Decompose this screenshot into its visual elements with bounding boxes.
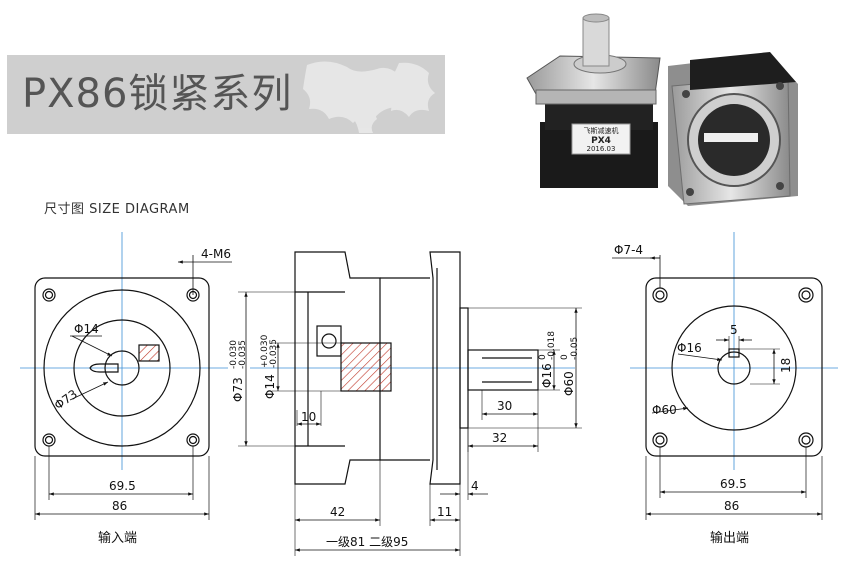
side-overall-length: 一级81 二级95 xyxy=(326,535,408,549)
side-spigot-tol-lower: -0.05 xyxy=(570,337,580,360)
side-spigot-tol-upper: 0 xyxy=(560,354,570,360)
side-dim-10: 10 xyxy=(301,410,316,424)
page-title: PX86锁紧系列 xyxy=(22,71,293,117)
input-pitch-label: Φ73 xyxy=(52,387,80,413)
output-caption: 输出端 xyxy=(710,530,749,546)
diagram-subtitle: 尺寸图 SIZE DIAGRAM xyxy=(44,202,190,217)
input-caption: 输入端 xyxy=(98,530,137,546)
side-dim-30: 30 xyxy=(497,399,512,413)
plate-date: 2016.03 xyxy=(587,145,616,153)
side-dim-11: 11 xyxy=(437,505,452,519)
output-hole-callout: Φ7-4 xyxy=(614,243,643,257)
product-photo: 飞斯减速机 PX4 2016.03 xyxy=(526,13,798,206)
output-shaft-dia: Φ16 xyxy=(677,341,702,355)
output-hole-spacing: 69.5 xyxy=(720,477,747,491)
side-bore-dia: Φ14 xyxy=(263,374,277,399)
output-key-width: 5 xyxy=(730,323,738,337)
side-shaft-tol-upper: 0 xyxy=(538,354,548,360)
plate-model: PX4 xyxy=(591,136,611,146)
side-spigot-dia: Φ60 xyxy=(562,371,576,396)
side-shaft-tol-lower: -0.018 xyxy=(547,331,557,360)
input-bore-label: Φ14 xyxy=(74,322,99,336)
input-hole-callout: 4-M6 xyxy=(201,247,231,261)
side-pilot-dia: Φ73 xyxy=(231,377,245,402)
output-flange-width: 86 xyxy=(724,499,739,513)
side-shaft-dia: Φ16 xyxy=(540,363,554,388)
input-flange-width: 86 xyxy=(112,499,127,513)
side-section-view xyxy=(238,251,582,556)
side-dim-4: 4 xyxy=(471,479,479,493)
input-hole-spacing: 69.5 xyxy=(109,479,136,493)
output-spigot-dia: Φ60 xyxy=(652,403,677,417)
side-dim-32: 32 xyxy=(492,431,507,445)
side-bore-tol-upper: +0.030 xyxy=(260,334,270,368)
side-bore-tol-lower: -0.035 xyxy=(269,339,279,368)
input-end-view xyxy=(20,232,232,520)
title-banner xyxy=(7,55,445,134)
output-key-height: 18 xyxy=(779,358,793,373)
output-end-view xyxy=(612,232,838,520)
side-dim-42: 42 xyxy=(330,505,345,519)
side-pilot-tol-lower: -0.035 xyxy=(238,340,248,369)
world-map-watermark xyxy=(303,61,435,133)
side-pilot-tol-upper: -0.030 xyxy=(229,340,239,369)
plate-brand: 飞斯减速机 xyxy=(584,126,619,135)
